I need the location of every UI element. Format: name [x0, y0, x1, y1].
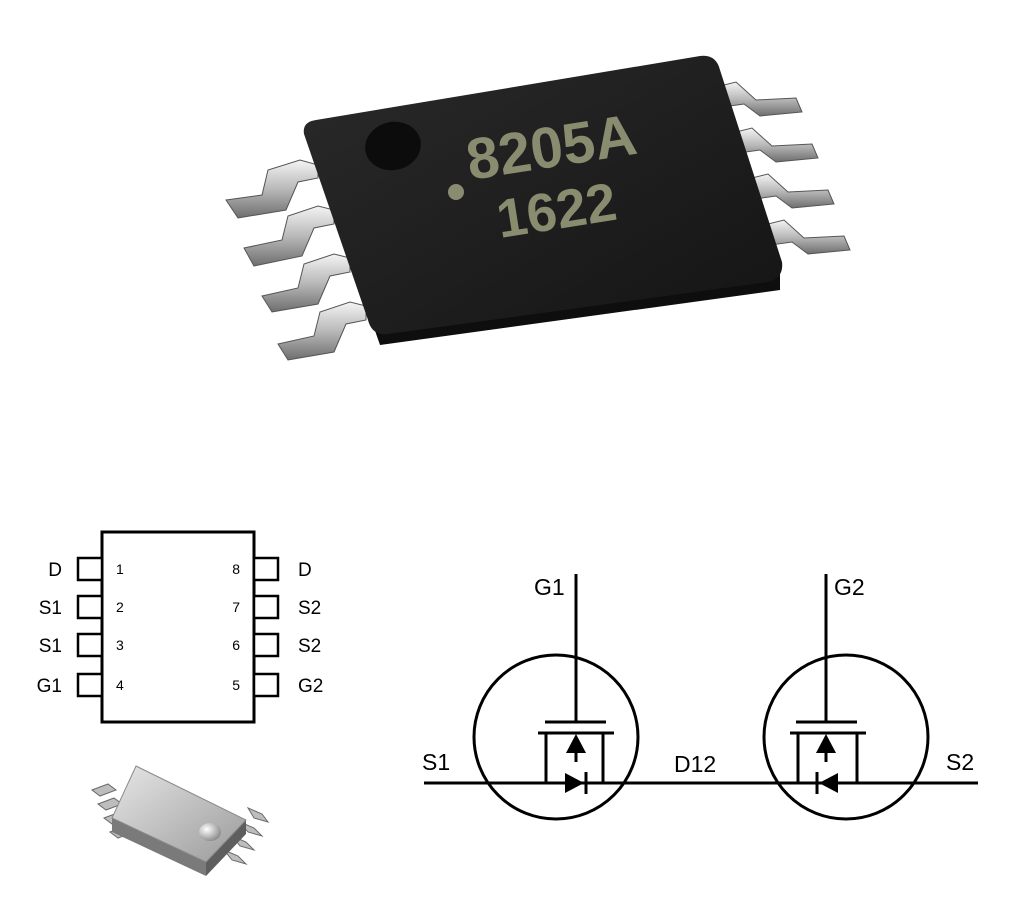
pin-tab-8 — [252, 556, 280, 582]
package-render — [90, 765, 270, 876]
pin-tab-3 — [76, 632, 104, 658]
pin-tab-6 — [252, 632, 280, 658]
mosfet-2 — [762, 574, 930, 821]
mosfet-2-body-arrow — [816, 734, 836, 753]
pin-label-7: S2 — [298, 598, 321, 619]
package-render-front — [206, 820, 246, 876]
label-g1: G1 — [534, 574, 565, 600]
mosfet-schematic — [424, 574, 978, 821]
label-g2: G2 — [834, 574, 865, 600]
chip-body — [303, 55, 783, 335]
pin-number-2: 2 — [116, 599, 124, 615]
mosfet-1-diode-triangle — [565, 773, 584, 793]
pinout-left-tabs — [76, 556, 104, 698]
pin-label-6: S2 — [298, 636, 321, 657]
mosfet-1 — [472, 574, 640, 821]
pin-number-6: 6 — [232, 637, 240, 653]
label-s2: S2 — [946, 749, 974, 775]
pin-tab-2 — [76, 594, 104, 620]
mosfet-2-circle — [762, 653, 930, 821]
pin-tab-4 — [76, 672, 104, 698]
pin-label-4: G1 — [37, 676, 62, 697]
package-render-dimple — [199, 823, 221, 841]
pin-label-2: S1 — [39, 598, 62, 619]
label-d12: D12 — [674, 751, 716, 777]
pin-number-7: 7 — [232, 599, 240, 615]
pinout-diagram: D S1 S1 G1 1 2 3 4 8 7 6 5 D S2 S2 G2 — [37, 530, 323, 724]
mosfet-2-diode-triangle — [819, 773, 838, 793]
schematic-labels: G1 G2 S1 D12 S2 — [422, 574, 974, 777]
pinout-package-outline — [100, 530, 256, 724]
label-s1: S1 — [422, 749, 450, 775]
pinout-right-tabs — [252, 556, 280, 698]
pin-label-8: D — [298, 560, 312, 581]
pin-number-4: 4 — [116, 677, 124, 693]
pin-label-1: D — [48, 560, 62, 581]
package-render-side — [112, 818, 206, 876]
mosfet-1-circle — [472, 653, 640, 821]
pin-tab-1 — [76, 556, 104, 582]
pin-label-3: S1 — [39, 636, 62, 657]
chip-pin1-dimple — [365, 121, 421, 171]
pin-number-3: 3 — [116, 637, 124, 653]
pin-number-5: 5 — [232, 677, 240, 693]
pin-tab-5 — [252, 672, 280, 698]
pin-label-5: G2 — [298, 676, 323, 697]
chip-marking-dot — [448, 184, 464, 200]
pin-number-8: 8 — [232, 561, 240, 577]
chip-left-leads — [225, 159, 367, 361]
pin-tab-7 — [252, 594, 280, 620]
pin-number-1: 1 — [116, 561, 124, 577]
mosfet-1-body-arrow — [566, 734, 586, 753]
chip-photo: 8205A 1622 — [225, 55, 851, 361]
